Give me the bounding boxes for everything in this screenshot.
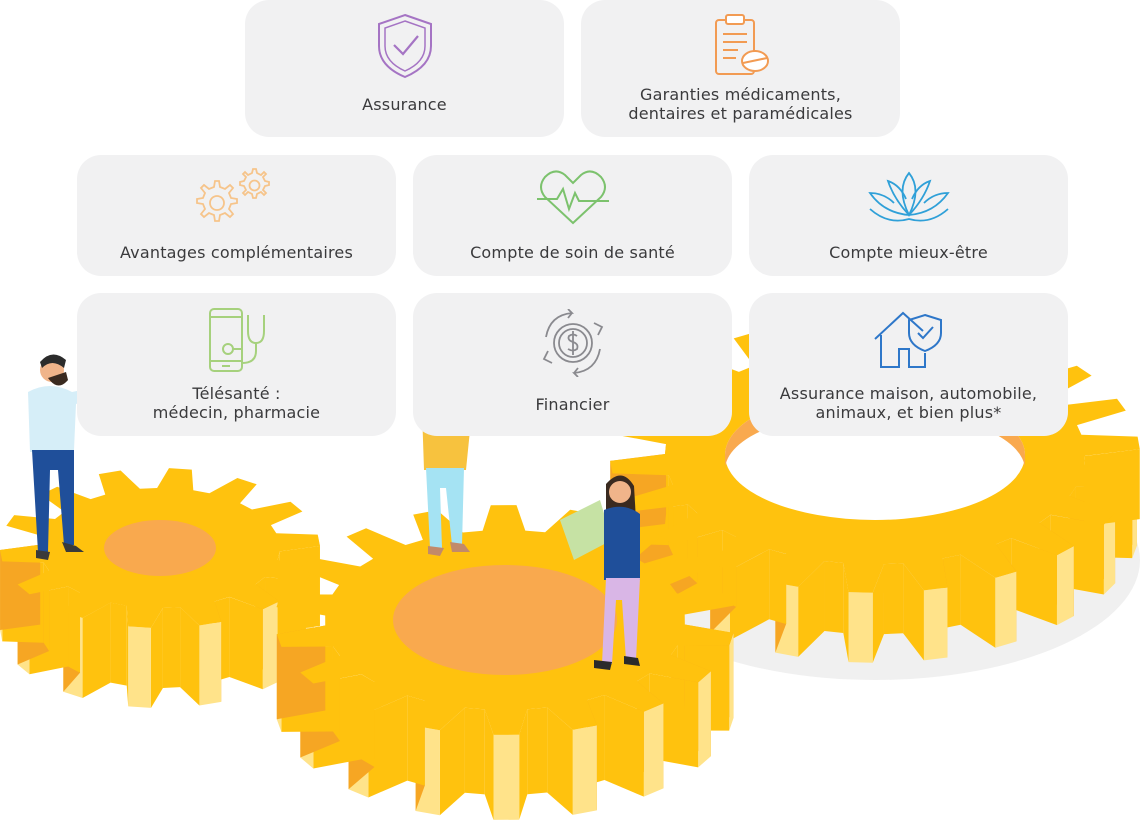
label-line: Assurance maison, automobile, xyxy=(779,384,1038,403)
gear-face xyxy=(903,563,924,661)
label-line: Avantages complémentaires xyxy=(119,243,354,262)
clipboard-pill-icon xyxy=(714,14,769,75)
gear-face xyxy=(162,607,181,688)
house-shield-icon xyxy=(873,311,942,368)
gear-face xyxy=(824,560,844,633)
gears-icon xyxy=(195,168,270,222)
label-line: Assurance xyxy=(362,95,447,114)
card-garanties[interactable]: Garanties médicaments, dentaires et para… xyxy=(581,0,900,137)
gear-face xyxy=(923,587,948,661)
card-financier[interactable]: Financier xyxy=(413,293,732,436)
gear-face xyxy=(110,602,127,686)
card-mieux-etre[interactable]: Compte mieux-être xyxy=(749,155,1068,276)
card-label: Assurance maison, automobile, animaux, e… xyxy=(780,384,1037,422)
gear-face xyxy=(729,549,770,641)
gear-face xyxy=(128,626,151,708)
label-line: animaux, et bien plus* xyxy=(815,403,1002,422)
gear-face xyxy=(1011,538,1057,626)
card-telesante[interactable]: Télésanté : médecin, pharmacie xyxy=(77,293,396,436)
lotus-icon xyxy=(867,171,950,222)
gear-face xyxy=(798,560,825,657)
gear-face xyxy=(0,544,41,630)
gear-face xyxy=(848,592,873,663)
shield-check-icon xyxy=(377,13,432,79)
gear-face xyxy=(262,601,280,690)
gear-face xyxy=(484,709,494,820)
gear-face xyxy=(960,554,996,648)
card-label: Compte mieux-être xyxy=(829,243,988,262)
card-assurance[interactable]: Assurance xyxy=(245,0,564,137)
card-label: Assurance xyxy=(362,95,447,114)
gear-face xyxy=(872,564,884,663)
gear-face xyxy=(439,707,465,816)
gear-face xyxy=(769,549,787,624)
gear-face xyxy=(729,632,734,731)
gear-face xyxy=(527,707,548,795)
label-line: dentaires et paramédicales xyxy=(628,104,853,123)
gear-face xyxy=(572,725,597,815)
gear-face xyxy=(547,707,573,815)
gear-face xyxy=(643,703,664,797)
man-left xyxy=(28,354,132,560)
label-line: Garanties médicaments, xyxy=(639,85,841,104)
gear-face xyxy=(150,607,163,708)
card-maison[interactable]: Assurance maison, automobile, animaux, e… xyxy=(749,293,1068,436)
left-gear xyxy=(0,468,320,708)
gear-face xyxy=(843,562,849,663)
gear-face xyxy=(229,596,263,690)
label-line: Financier xyxy=(535,395,610,414)
card-label: Compte de soin de santé xyxy=(470,243,675,262)
label-line: Compte mieux-être xyxy=(829,243,988,262)
card-compte-soin[interactable]: Compte de soin de santé xyxy=(413,155,732,276)
gear-face xyxy=(1103,513,1116,595)
gear-face xyxy=(368,695,408,798)
gear-face xyxy=(464,707,485,795)
label-line: Télésanté : xyxy=(192,384,281,403)
gear-face xyxy=(180,607,200,706)
card-label: Financier xyxy=(535,395,609,414)
card-label: Télésanté : médecin, pharmacie xyxy=(153,384,320,422)
gear-face xyxy=(126,605,129,707)
woman-right xyxy=(560,475,640,670)
label-line: médecin, pharmacie xyxy=(152,403,321,422)
gear-face xyxy=(698,671,711,768)
dollar-cycle-icon xyxy=(542,309,603,377)
gear-face xyxy=(493,734,520,820)
heart-pulse-icon xyxy=(536,170,609,225)
gear-face xyxy=(519,709,528,820)
gear-face xyxy=(995,571,1017,648)
gear-face xyxy=(1056,546,1074,626)
label-line: Compte de soin de santé xyxy=(470,243,675,262)
card-label: Avantages complémentaires xyxy=(120,243,353,262)
card-label: Garanties médicaments, dentaires et para… xyxy=(628,85,852,123)
gear-face xyxy=(199,621,222,706)
gear-face xyxy=(883,563,904,635)
phone-stethoscope-icon xyxy=(208,308,265,372)
gear-face xyxy=(82,602,111,699)
gear-face xyxy=(604,695,644,797)
card-avantages[interactable]: Avantages complémentaires xyxy=(77,155,396,276)
